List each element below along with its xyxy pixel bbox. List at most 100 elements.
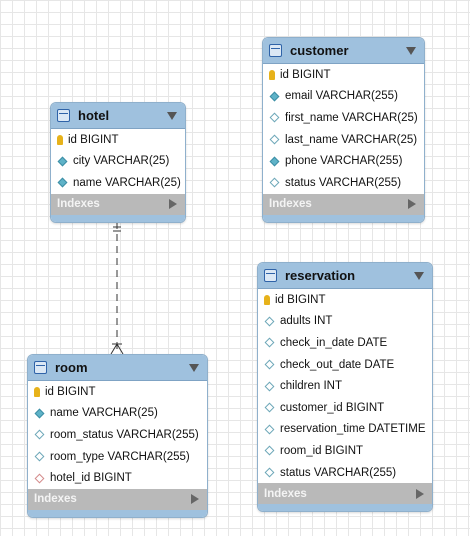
- primary-key-icon: [269, 69, 275, 80]
- primary-key-icon: [34, 386, 40, 397]
- table-footer: [258, 504, 432, 512]
- column-list: id BIGINT adults INT check_in_date DATE che…: [258, 289, 432, 483]
- column-label: id BIGINT: [68, 133, 119, 146]
- table-reservation[interactable]: reservation id BIGINT adults INT check_in_…: [257, 262, 433, 513]
- column-label: adults INT: [280, 315, 333, 328]
- column-row[interactable]: status VARCHAR(255): [263, 172, 424, 194]
- column-label: children INT: [280, 380, 342, 393]
- indexes-bar[interactable]: Indexes: [28, 488, 207, 510]
- table-name: room: [55, 360, 88, 375]
- collapse-chevron-icon[interactable]: [167, 111, 177, 120]
- column-list: id BIGINT city VARCHAR(25) name VARCHAR(25…: [51, 129, 185, 194]
- indexes-bar[interactable]: Indexes: [51, 193, 185, 215]
- nullable-column-diamond-icon: [264, 424, 275, 435]
- indexes-label: Indexes: [57, 198, 100, 211]
- crow-foot-left: [110, 343, 118, 355]
- column-row[interactable]: reservation_time DATETIME: [258, 419, 432, 441]
- column-label: reservation_time DATETIME: [280, 423, 426, 436]
- column-row[interactable]: customer_id BIGINT: [258, 397, 432, 419]
- column-row[interactable]: room_status VARCHAR(255): [28, 424, 207, 446]
- column-row[interactable]: last_name VARCHAR(25): [263, 129, 424, 151]
- table-customer[interactable]: customer id BIGINT email VARCHAR(255)firs…: [262, 37, 425, 223]
- collapse-chevron-icon[interactable]: [189, 363, 199, 372]
- column-label: check_in_date DATE: [280, 336, 388, 349]
- expand-arrow-icon[interactable]: [408, 199, 416, 210]
- column-row[interactable]: id BIGINT: [51, 129, 185, 151]
- column-row[interactable]: status VARCHAR(255): [258, 462, 432, 484]
- column-list: id BIGINT email VARCHAR(255)first_name VA…: [263, 64, 424, 194]
- column-diamond-icon: [34, 408, 45, 419]
- table-icon: [269, 44, 282, 57]
- nullable-column-diamond-icon: [269, 177, 280, 188]
- column-label: phone VARCHAR(255): [285, 155, 403, 168]
- column-label: name VARCHAR(25): [50, 407, 158, 420]
- column-label: room_id BIGINT: [280, 444, 364, 457]
- primary-key-icon: [57, 134, 63, 145]
- column-label: name VARCHAR(25): [73, 176, 181, 189]
- primary-key-icon: [264, 294, 270, 305]
- column-row[interactable]: check_out_date DATE: [258, 354, 432, 376]
- column-label: id BIGINT: [45, 385, 96, 398]
- nullable-column-diamond-icon: [264, 316, 275, 327]
- column-row[interactable]: check_in_date DATE: [258, 332, 432, 354]
- table-header[interactable]: reservation: [258, 263, 432, 289]
- table-icon: [57, 109, 70, 122]
- foreign-key-diamond-icon: [34, 473, 45, 484]
- column-row[interactable]: hotel_id BIGINT: [28, 467, 207, 489]
- column-label: room_type VARCHAR(255): [50, 450, 190, 463]
- table-header[interactable]: room: [28, 355, 207, 381]
- indexes-bar[interactable]: Indexes: [263, 193, 424, 215]
- column-label: status VARCHAR(255): [280, 466, 397, 479]
- collapse-chevron-icon[interactable]: [414, 271, 424, 280]
- nullable-column-diamond-icon: [34, 451, 45, 462]
- column-row[interactable]: name VARCHAR(25): [51, 172, 185, 194]
- indexes-label: Indexes: [264, 487, 307, 500]
- table-header[interactable]: hotel: [51, 103, 185, 129]
- table-footer: [28, 509, 207, 517]
- column-label: id BIGINT: [280, 68, 331, 81]
- nullable-column-diamond-icon: [264, 338, 275, 348]
- column-row[interactable]: id BIGINT: [263, 64, 424, 86]
- nullable-column-diamond-icon: [34, 430, 45, 440]
- table-room[interactable]: room id BIGINT name VARCHAR(25) room_statu…: [27, 354, 208, 518]
- column-label: last_name VARCHAR(25): [285, 133, 418, 146]
- column-row[interactable]: room_type VARCHAR(255): [28, 446, 207, 468]
- table-header[interactable]: customer: [263, 38, 424, 64]
- table-footer: [51, 214, 185, 222]
- column-row[interactable]: id BIGINT: [258, 289, 432, 311]
- table-footer: [263, 214, 424, 222]
- indexes-label: Indexes: [269, 198, 312, 211]
- column-list: id BIGINT name VARCHAR(25) room_status VAR…: [28, 381, 207, 489]
- nullable-column-diamond-icon: [264, 446, 275, 456]
- expand-arrow-icon[interactable]: [169, 199, 177, 210]
- column-row[interactable]: first_name VARCHAR(25): [263, 107, 424, 129]
- column-row[interactable]: room_id BIGINT: [258, 440, 432, 462]
- collapse-chevron-icon[interactable]: [406, 46, 416, 55]
- column-label: id BIGINT: [275, 293, 326, 306]
- expand-arrow-icon[interactable]: [191, 494, 199, 505]
- column-label: room_status VARCHAR(255): [50, 428, 199, 441]
- table-name: reservation: [285, 268, 356, 283]
- table-hotel[interactable]: hotel id BIGINT city VARCHAR(25) name VARC…: [50, 102, 186, 223]
- column-row[interactable]: name VARCHAR(25): [28, 403, 207, 425]
- column-diamond-icon: [269, 91, 280, 102]
- column-row[interactable]: adults INT: [258, 311, 432, 333]
- nullable-column-diamond-icon: [269, 113, 280, 123]
- column-label: check_out_date DATE: [280, 358, 395, 371]
- indexes-label: Indexes: [34, 493, 77, 506]
- indexes-bar[interactable]: Indexes: [258, 483, 432, 505]
- table-name: hotel: [78, 108, 110, 123]
- column-label: customer_id BIGINT: [280, 401, 385, 414]
- column-row[interactable]: id BIGINT: [28, 381, 207, 403]
- column-row[interactable]: phone VARCHAR(255): [263, 150, 424, 172]
- nullable-column-diamond-icon: [264, 359, 275, 370]
- column-row[interactable]: city VARCHAR(25): [51, 151, 185, 173]
- column-label: city VARCHAR(25): [73, 155, 170, 168]
- column-diamond-icon: [57, 156, 68, 167]
- expand-arrow-icon[interactable]: [416, 488, 424, 499]
- column-row[interactable]: children INT: [258, 375, 432, 397]
- column-row[interactable]: email VARCHAR(255): [263, 86, 424, 108]
- column-label: hotel_id BIGINT: [50, 472, 132, 485]
- nullable-column-diamond-icon: [264, 467, 275, 478]
